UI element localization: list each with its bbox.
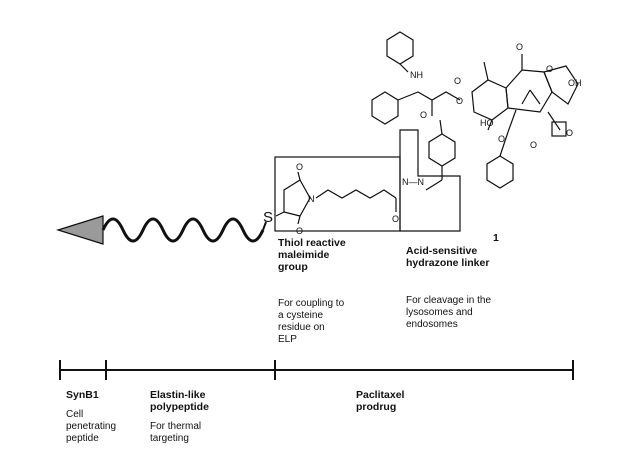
chain-oxygen: O bbox=[392, 214, 399, 224]
segment-synb1-name: SynB1 bbox=[66, 389, 99, 401]
segment-elp-name: Elastin-like polypeptide bbox=[150, 389, 209, 413]
ho-group: HO bbox=[480, 118, 494, 128]
maleimide-nitrogen: N bbox=[308, 194, 315, 204]
hydroxyl-group: OH bbox=[568, 78, 582, 88]
hydrazone-box bbox=[399, 129, 461, 232]
arrowhead-icon bbox=[55, 215, 104, 245]
compound-number: 1 bbox=[493, 232, 499, 244]
hydrazone-bond bbox=[425, 179, 443, 191]
maleimide-oxygen-top: O bbox=[296, 162, 303, 172]
oxetane-oxygen: O bbox=[566, 128, 573, 138]
ester-oxygen: O bbox=[420, 110, 427, 120]
taxane-oxygen: O bbox=[546, 64, 553, 74]
maleimide-box bbox=[274, 156, 401, 232]
carbonyl-oxygen: O bbox=[454, 76, 461, 86]
thiol-description: For coupling to a cysteine residue on EL… bbox=[278, 298, 345, 345]
hydrazone-description: For cleavage in the lysosomes and endoso… bbox=[406, 295, 492, 330]
benzoate-ring bbox=[486, 155, 514, 189]
phenyl-ring bbox=[371, 91, 399, 125]
polypeptide-wave bbox=[101, 217, 265, 243]
hydrazone-nitrogens: N—N bbox=[402, 177, 424, 187]
side-chain-oxygen: O bbox=[456, 96, 463, 106]
maleimide-ring bbox=[275, 171, 311, 225]
chain-tail bbox=[262, 221, 267, 231]
benzoate-oxygen: O bbox=[498, 134, 505, 144]
alkyl-chain bbox=[315, 189, 397, 199]
linker-benzene-ring bbox=[428, 133, 456, 167]
benzoyl-ring bbox=[386, 31, 414, 65]
side-chain-backbone bbox=[397, 91, 461, 101]
segment-elp-description: For thermal targeting bbox=[150, 421, 202, 444]
sulfur-atom: S bbox=[263, 209, 273, 226]
thiol-label: Thiol reactive maleimide group bbox=[278, 237, 346, 273]
segment-synb1-description: Cell penetrating peptide bbox=[66, 409, 117, 444]
acetate-oxygen-top: O bbox=[516, 42, 523, 52]
acetate-oxygen-bottom: O bbox=[530, 140, 537, 150]
hydrazone-label: Acid-sensitive hydrazone linker bbox=[406, 245, 490, 269]
segment-prodrug-name: Paclitaxel prodrug bbox=[356, 389, 405, 413]
amide-nitrogen: NH bbox=[410, 70, 423, 80]
taxane-core bbox=[471, 54, 579, 137]
